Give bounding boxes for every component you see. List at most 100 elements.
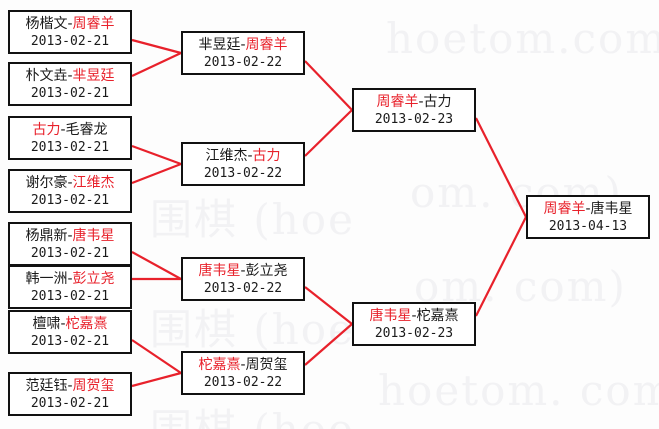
match-players: 朴文垚-芈昱廷	[25, 67, 114, 85]
player-separator: -	[240, 262, 246, 279]
connector-line	[131, 371, 182, 388]
player-separator: -	[411, 307, 417, 324]
player-left: 杨鼎新	[25, 227, 68, 244]
player-right: 唐韦星	[590, 200, 633, 217]
match-players: 江维杰-古力	[205, 147, 280, 165]
player-right: 唐韦星	[72, 227, 115, 244]
player-right: 古力	[423, 93, 452, 110]
match-date: 2013-02-21	[30, 85, 110, 101]
match-date: 2013-02-22	[203, 374, 283, 390]
match-players: 周睿羊-唐韦星	[543, 200, 632, 218]
match-date: 2013-02-21	[30, 139, 110, 155]
match-players: 杨楷文-周睿羊	[25, 15, 114, 33]
watermark-text: 围棋 (hoe	[150, 305, 355, 354]
player-right: 彭立尧	[245, 262, 288, 279]
connector-line	[304, 323, 353, 366]
match-players: 韩一洲-彭立尧	[25, 270, 114, 288]
player-left: 芈昱廷	[198, 36, 241, 53]
player-separator: -	[67, 67, 73, 84]
match-date: 2013-04-13	[548, 218, 628, 234]
match-players: 檀啸-柁嘉熹	[32, 315, 107, 333]
connector-line	[131, 144, 182, 166]
player-right: 古力	[252, 147, 281, 164]
player-left: 周睿羊	[376, 93, 419, 110]
match-date: 2013-02-22	[203, 54, 283, 70]
player-right: 周贺玺	[245, 356, 288, 373]
connector-line	[131, 339, 182, 374]
match-date: 2013-02-23	[374, 111, 454, 127]
watermark-text: hoetom.com)	[386, 14, 659, 63]
match-players: 周睿羊-古力	[376, 93, 451, 111]
player-left: 唐韦星	[369, 307, 412, 324]
player-separator: -	[585, 200, 591, 217]
match-players: 古力-毛睿龙	[32, 121, 107, 139]
match-date: 2013-02-23	[374, 325, 454, 341]
match-date: 2013-02-21	[30, 333, 110, 349]
match-date: 2013-02-21	[30, 192, 110, 208]
connector-line	[304, 109, 353, 157]
match-players: 杨鼎新-唐韦星	[25, 227, 114, 245]
player-right: 彭立尧	[72, 270, 115, 287]
match-date: 2013-02-22	[203, 280, 283, 296]
player-left: 檀啸	[32, 315, 61, 332]
player-right: 毛睿龙	[65, 121, 108, 138]
watermark-text: 围棋 (hoe	[150, 396, 355, 429]
player-left: 古力	[32, 121, 61, 138]
player-left: 唐韦星	[198, 262, 241, 279]
player-separator: -	[67, 227, 73, 244]
player-left: 范廷钰	[25, 377, 68, 394]
player-separator: -	[67, 174, 73, 191]
player-separator: -	[418, 93, 424, 110]
match-date: 2013-02-21	[30, 288, 110, 304]
player-right: 柁嘉熹	[65, 315, 108, 332]
player-left: 江维杰	[205, 147, 248, 164]
match-players: 芈昱廷-周睿羊	[198, 36, 287, 54]
connector-line	[475, 117, 527, 218]
connector-line	[475, 216, 527, 317]
match-players: 谢尔豪-江维杰	[25, 174, 114, 192]
match-date: 2013-02-21	[30, 395, 110, 411]
match-date: 2013-02-21	[30, 33, 110, 49]
connector-line	[131, 52, 182, 77]
player-right: 周睿羊	[245, 36, 288, 53]
player-left: 韩一洲	[25, 270, 68, 287]
player-separator: -	[67, 270, 73, 287]
match-players: 唐韦星-彭立尧	[198, 262, 287, 280]
connector-line	[304, 60, 353, 111]
match-players: 唐韦星-柁嘉熹	[369, 307, 458, 325]
player-right: 周睿羊	[72, 15, 115, 32]
player-right: 芈昱廷	[72, 67, 115, 84]
player-left: 柁嘉熹	[198, 356, 241, 373]
player-separator: -	[60, 315, 66, 332]
watermark-text: 围棋 (hoe	[150, 195, 355, 244]
match-players: 范廷钰-周贺玺	[25, 377, 114, 395]
player-separator: -	[60, 121, 66, 138]
match-date: 2013-02-22	[203, 165, 283, 181]
connector-line	[131, 162, 182, 185]
player-separator: -	[67, 377, 73, 394]
player-left: 周睿羊	[543, 200, 586, 217]
match-players: 柁嘉熹-周贺玺	[198, 356, 287, 374]
player-separator: -	[67, 15, 73, 32]
watermark-text: hoetom. com)	[378, 366, 659, 415]
player-separator: -	[240, 36, 246, 53]
player-right: 周贺玺	[72, 377, 115, 394]
player-left: 谢尔豪	[25, 174, 68, 191]
match-date: 2013-02-21	[30, 245, 110, 261]
